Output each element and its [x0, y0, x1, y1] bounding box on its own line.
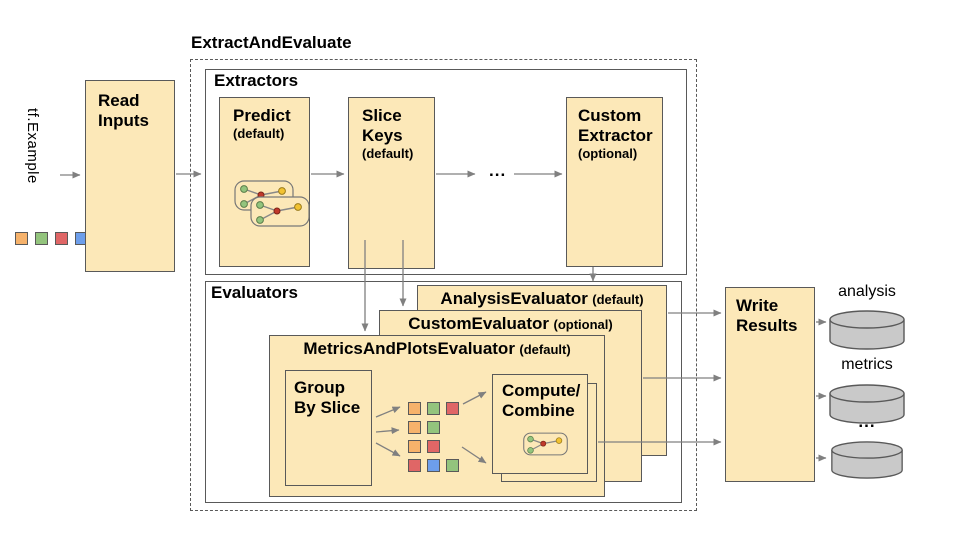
slice-group-row [408, 421, 459, 434]
group-by-slice-box: Group By Slice [285, 370, 372, 486]
slice-group-row [408, 459, 459, 472]
extractors-ellipsis: ... [489, 161, 507, 180]
compute-combine-label: Compute/ Combine [502, 381, 581, 421]
write-results-label: Write Results [736, 296, 798, 336]
predict-label: Predict [233, 106, 291, 125]
database-cylinder-icon [829, 310, 905, 355]
slice-group-row [408, 440, 459, 453]
write-results-box: Write Results [725, 287, 815, 482]
compute-combine-box: Compute/ Combine [492, 374, 588, 474]
slice-keys-qualifier: (default) [362, 146, 414, 162]
outputs-ellipsis: ... [858, 412, 876, 431]
tf-example-label: tf.Example [24, 108, 41, 184]
read-inputs-box: Read Inputs [85, 80, 175, 272]
analysis-evaluator-label: AnalysisEvaluator [440, 289, 588, 308]
predict-extractor-box: Predict (default) [219, 97, 310, 267]
custom-evaluator-qualifier: (optional) [553, 317, 613, 332]
red-square [446, 402, 459, 415]
orange-square [408, 402, 421, 415]
database-cylinder-icon [829, 384, 905, 429]
predict-qualifier: (default) [233, 126, 285, 142]
slice-groups [408, 402, 459, 478]
database-cylinder-icon [829, 441, 905, 484]
group-by-slice-label: Group By Slice [294, 378, 361, 418]
green-square [35, 232, 48, 245]
extractors-container [205, 69, 687, 275]
orange-square [15, 232, 28, 245]
green-square [427, 402, 440, 415]
custom-extractor-box: Custom Extractor (optional) [566, 97, 663, 267]
red-square [408, 459, 421, 472]
red-square [55, 232, 68, 245]
slice-keys-extractor-box: Slice Keys (default) [348, 97, 435, 269]
evaluators-label: Evaluators [211, 283, 298, 302]
read-inputs-label: Read Inputs [98, 91, 149, 131]
red-square [427, 440, 440, 453]
input-squares [15, 232, 88, 245]
metrics-and-plots-evaluator-label: MetricsAndPlotsEvaluator [303, 339, 515, 358]
slice-group-row [408, 402, 459, 415]
extract-and-evaluate-container [190, 59, 697, 511]
metrics-and-plots-evaluator-qualifier: (default) [519, 342, 571, 357]
extractors-label: Extractors [214, 71, 299, 90]
model-graph-icon [523, 432, 568, 461]
model-graph-icon [250, 196, 310, 232]
custom-extractor-label: Custom Extractor [578, 106, 653, 146]
orange-square [408, 421, 421, 434]
custom-evaluator-label: CustomEvaluator [408, 314, 550, 333]
analysis-evaluator-qualifier: (default) [592, 292, 644, 307]
diagram-title: ExtractAndEvaluate [191, 33, 352, 52]
analysis-output-label: analysis [838, 283, 896, 300]
metrics-output-label: metrics [841, 356, 893, 373]
model-graph-icon [234, 180, 294, 216]
green-square [427, 421, 440, 434]
evaluators-container [205, 281, 682, 503]
green-square [446, 459, 459, 472]
orange-square [408, 440, 421, 453]
blue-square [427, 459, 440, 472]
custom-extractor-qualifier: (optional) [578, 146, 638, 162]
slice-keys-label: Slice Keys [362, 106, 403, 146]
